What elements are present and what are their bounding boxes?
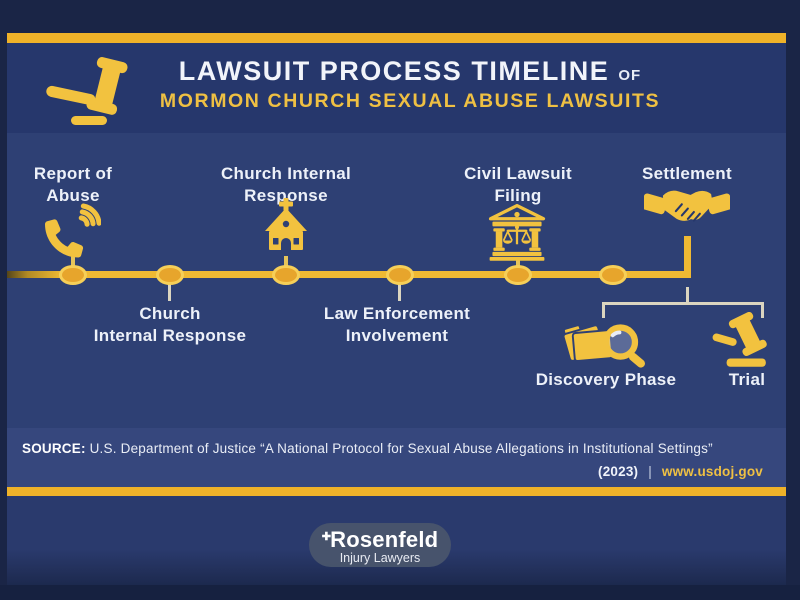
brand-tagline: Injury Lawyers — [339, 550, 421, 565]
tick-church-internal-bottom — [168, 284, 171, 301]
folder-magnifier-icon — [558, 314, 650, 374]
title-of-text: OF — [618, 67, 642, 84]
phone-call-icon — [45, 203, 102, 259]
timeline-node — [386, 265, 414, 285]
step-label-discovery-phase: Discovery Phase — [535, 370, 677, 389]
step-label-church-internal-top: Church Internal Response — [220, 164, 352, 205]
timeline-node — [272, 265, 300, 285]
courthouse-scales-icon — [483, 201, 551, 263]
page-subtitle: MORMON CHURCH SEXUAL ABUSE LAWSUITS — [159, 90, 661, 112]
source-citation: SOURCE: U.S. Department of Justice “A Na… — [22, 441, 713, 456]
brand-logo: ✚Rosenfeld Injury Lawyers — [309, 523, 451, 567]
gavel-icon — [42, 52, 146, 130]
tick-church-internal-top — [284, 256, 288, 267]
timeline-node — [59, 265, 87, 285]
gavel-icon — [706, 311, 772, 372]
brand-name: ✚Rosenfeld — [321, 526, 439, 552]
step-label-civil-lawsuit-filing: Civil Lawsuit Filing — [464, 164, 572, 205]
source-website: www.usdoj.gov — [661, 464, 763, 479]
bottom-gold-stripe — [7, 487, 786, 496]
bottom-outer-band — [0, 585, 800, 600]
timeline-node — [156, 265, 184, 285]
step-label-trial: Trial — [728, 370, 766, 389]
tick-report-of-abuse — [71, 253, 75, 267]
step-label-church-internal-bottom: Church Internal Response — [93, 304, 247, 345]
church-icon — [254, 197, 318, 259]
timeline-node — [599, 265, 627, 285]
branch-stem — [686, 287, 689, 303]
step-label-settlement: Settlement — [642, 164, 732, 183]
tick-civil-lawsuit — [516, 257, 520, 267]
source-credit: (2023) | www.usdoj.gov — [598, 464, 763, 479]
source-separator: | — [648, 464, 652, 479]
handshake-icon — [641, 180, 733, 232]
step-label-law-enforcement: Law Enforcement Involvement — [323, 304, 471, 345]
timeline-line — [7, 271, 691, 278]
page-title: LAWSUIT PROCESS TIMELINE OF — [90, 56, 730, 87]
timeline-node — [504, 265, 532, 285]
source-label: SOURCE: — [22, 441, 86, 456]
tick-law-enforcement — [398, 284, 401, 301]
step-label-report-of-abuse: Report of Abuse — [33, 164, 113, 205]
branch-bar — [602, 302, 764, 305]
source-year: (2023) — [598, 464, 639, 479]
cross-icon: ✚ — [321, 530, 332, 543]
branch-right-drop — [761, 302, 764, 318]
header-band — [7, 43, 786, 133]
branch-left-drop — [602, 302, 605, 318]
top-gold-stripe — [7, 33, 786, 43]
title-main-text: LAWSUIT PROCESS TIMELINE — [178, 56, 610, 86]
timeline-elbow-up — [684, 236, 691, 278]
source-citation-text: U.S. Department of Justice “A National P… — [89, 441, 713, 456]
source-band — [7, 428, 786, 487]
